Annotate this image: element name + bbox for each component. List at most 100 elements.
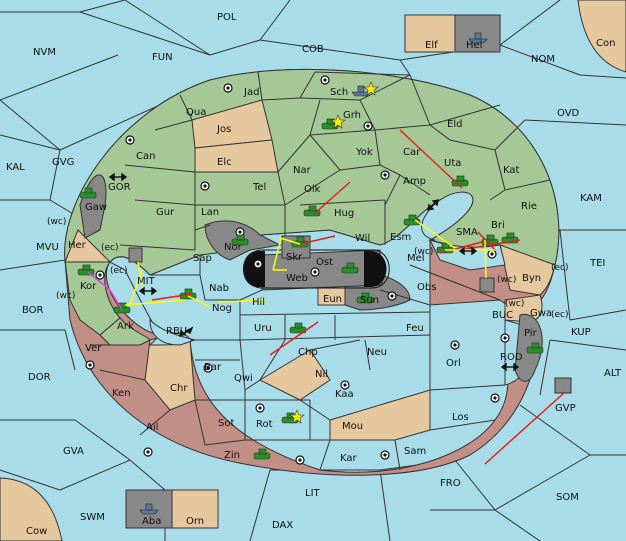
supply-centers bbox=[85, 75, 510, 465]
label-eld: Eld bbox=[447, 119, 462, 130]
label-uta: Uta bbox=[444, 158, 461, 169]
label-eun: Eun bbox=[323, 294, 342, 305]
label-neu: Neu bbox=[367, 347, 387, 358]
label-car: Car bbox=[403, 147, 421, 158]
coast-tag-wc-byn: (wc) bbox=[497, 275, 516, 285]
sea-sma-body[interactable] bbox=[421, 191, 474, 241]
red-province-labels: Mel Byn Obs Nab Nog Hil Her Uru Feu Ver … bbox=[68, 240, 552, 464]
label-qua: Qua bbox=[186, 107, 206, 118]
province-borders bbox=[90, 71, 551, 471]
fleet-box-buc bbox=[479, 277, 495, 293]
label-gva: GVA bbox=[63, 446, 84, 457]
label-orl: Orl bbox=[446, 358, 461, 369]
label-gur: Gur bbox=[156, 207, 175, 218]
label-jad: Jad bbox=[243, 87, 259, 98]
label-fun: FUN bbox=[152, 52, 173, 63]
label-her: Her bbox=[68, 240, 87, 251]
label-bor: BOR bbox=[22, 305, 44, 316]
label-elc: Elc bbox=[217, 157, 232, 168]
label-rie: Rie bbox=[521, 201, 537, 212]
label-sch: Sch bbox=[330, 87, 348, 98]
label-chp: Chp bbox=[298, 347, 318, 358]
label-mvu: MVU bbox=[36, 242, 59, 253]
label-con: Con bbox=[596, 38, 615, 49]
province-her[interactable] bbox=[64, 229, 112, 263]
province-orn[interactable] bbox=[171, 489, 219, 529]
sea-labels: POL FUN COB NVM NOM OVD KAL GVG KAM MVU … bbox=[6, 12, 622, 531]
label-som: SOM bbox=[556, 492, 579, 503]
province-nil[interactable] bbox=[258, 349, 331, 401]
label-orn: Orn bbox=[186, 516, 204, 527]
label-wil: Wil bbox=[355, 233, 370, 244]
label-los: Los bbox=[452, 412, 469, 423]
label-cob: COB bbox=[302, 44, 324, 55]
coast-tag-ec-her: (ec) bbox=[101, 243, 119, 253]
fleet-units bbox=[139, 32, 488, 515]
order-arrows bbox=[87, 129, 566, 465]
label-dor: DOR bbox=[28, 372, 51, 383]
label-mel: Mel bbox=[407, 253, 425, 264]
label-ken: Ken bbox=[112, 388, 131, 399]
label-mit: MIT bbox=[137, 276, 156, 287]
label-jos: Jos bbox=[216, 124, 231, 135]
coast-tag-wc-gwa: (wc) bbox=[505, 299, 524, 309]
label-fro: FRO bbox=[440, 478, 461, 489]
label-tei: TEI bbox=[589, 258, 605, 269]
label-lan: Lan bbox=[201, 207, 219, 218]
label-yok: Yok bbox=[355, 147, 373, 158]
straits-markers bbox=[108, 172, 520, 372]
label-bar: Bar bbox=[204, 362, 222, 373]
star-marks bbox=[289, 81, 379, 424]
label-elf: Elf bbox=[425, 40, 438, 51]
label-tel: Tel bbox=[252, 182, 266, 193]
label-pir: Pir bbox=[524, 328, 538, 339]
label-hil: Hil bbox=[252, 297, 265, 308]
center-labels: Skr Ost Web Eun Sun bbox=[286, 252, 379, 306]
label-qwi: Qwi bbox=[234, 373, 253, 384]
label-kam: KAM bbox=[580, 193, 602, 204]
label-nil: Nil bbox=[315, 369, 328, 380]
label-bri: Bri bbox=[491, 220, 505, 231]
box-labels: Elf Hel Aba Orn bbox=[142, 40, 482, 527]
label-buc: BUC bbox=[492, 310, 513, 321]
label-nor: Nor bbox=[224, 242, 243, 253]
label-kor: Kor bbox=[80, 281, 97, 292]
label-nom: NOM bbox=[531, 54, 555, 65]
label-chr: Chr bbox=[170, 383, 188, 394]
coast-tag-wc-her: (wc) bbox=[47, 217, 66, 227]
label-dax: DAX bbox=[272, 520, 293, 531]
label-sun: Sun bbox=[360, 295, 379, 306]
coast-tags: (wc) (ec) (ec) (wc) (wc) (ec) (wc) (wc) … bbox=[47, 217, 569, 320]
label-skr: Skr bbox=[286, 252, 303, 263]
coast-tag-ec-byn: (ec) bbox=[551, 263, 569, 273]
label-lit: LIT bbox=[305, 488, 321, 499]
label-kat: Kat bbox=[503, 165, 520, 176]
label-kup: KUP bbox=[571, 327, 591, 338]
label-hel: Hel bbox=[466, 40, 482, 51]
label-nar: Nar bbox=[293, 165, 312, 176]
label-rbu: RBU bbox=[166, 326, 187, 337]
label-zin: Zin bbox=[224, 450, 240, 461]
label-ail: Ail bbox=[146, 422, 158, 433]
province-gvp-island[interactable] bbox=[554, 377, 572, 394]
region-ark[interactable] bbox=[99, 317, 151, 346]
label-feu: Feu bbox=[406, 323, 424, 334]
label-alt: ALT bbox=[604, 368, 622, 379]
label-hug: Hug bbox=[334, 208, 354, 219]
label-aba: Aba bbox=[142, 516, 161, 527]
label-kaa: Kaa bbox=[335, 389, 354, 400]
label-esm: Esm bbox=[390, 232, 411, 243]
coast-tag-wc-mel: (wc) bbox=[414, 247, 433, 257]
label-cow: Cow bbox=[26, 526, 47, 537]
label-nab: Nab bbox=[209, 283, 229, 294]
sea-rbu[interactable] bbox=[149, 318, 197, 346]
coast-tag-wc-kor: (wc) bbox=[56, 291, 75, 301]
label-gaw: Gaw bbox=[85, 202, 107, 213]
province-mou[interactable] bbox=[329, 389, 431, 441]
label-can: Can bbox=[136, 151, 155, 162]
label-kal: KAL bbox=[6, 162, 25, 173]
green-province-labels: Jad Sch Qua Jos Grh Can Elc Yok Car Eld … bbox=[80, 87, 537, 332]
label-uru: Uru bbox=[254, 323, 272, 334]
label-sot: Sot bbox=[218, 418, 234, 429]
label-ver: Ver bbox=[85, 343, 102, 354]
